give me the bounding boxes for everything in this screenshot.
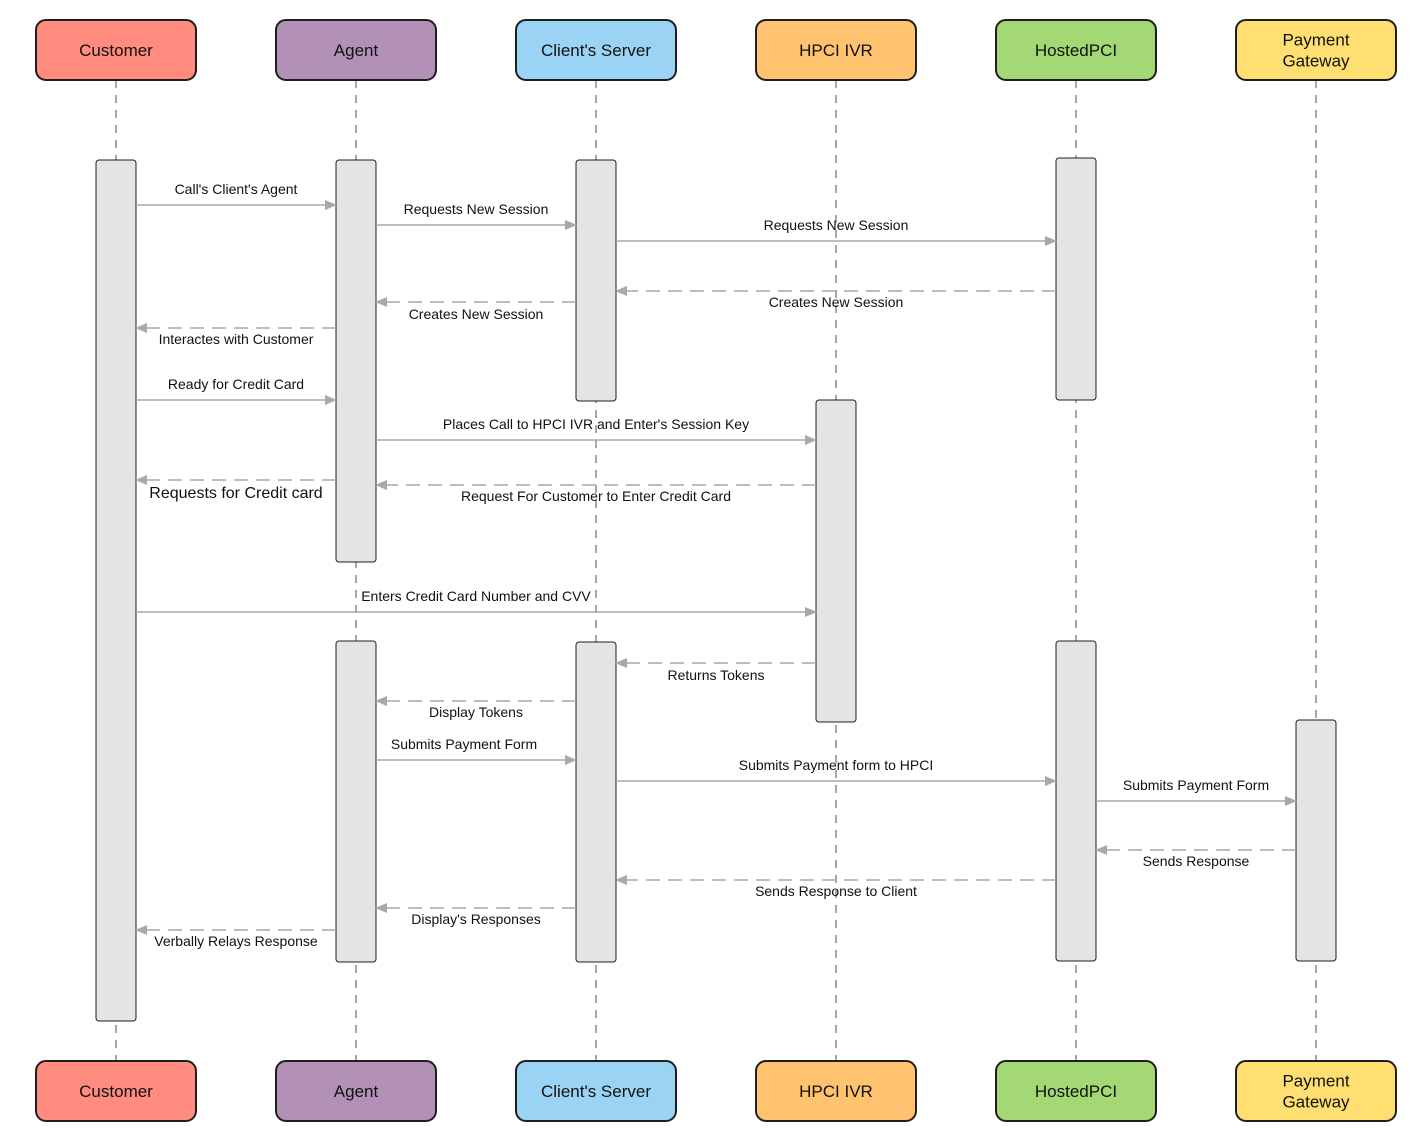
message-label: Requests New Session [404, 201, 549, 217]
message-label: Ready for Credit Card [168, 376, 304, 392]
activation-bar-agent [335, 159, 377, 563]
participant-box [275, 1060, 437, 1122]
message-label: Requests New Session [764, 217, 909, 233]
message-label: Display's Responses [411, 911, 541, 927]
participant-box [995, 1060, 1157, 1122]
participant-box [515, 19, 677, 81]
message-label: Returns Tokens [667, 667, 764, 683]
participant-box [995, 19, 1157, 81]
activation-bar-payment-gateway [1295, 719, 1337, 962]
message-label: Submits Payment Form [1123, 777, 1269, 793]
participant-box [35, 19, 197, 81]
participant-hpci-ivr-top: HPCI IVR [755, 19, 917, 81]
participant-name: Payment [1282, 1072, 1349, 1091]
participant-name: Gateway [1282, 52, 1350, 71]
participant-client-s-server-bottom: Client's Server [515, 1060, 677, 1122]
participant-name: Customer [79, 41, 153, 60]
participant-box [1235, 1060, 1397, 1122]
participant-name: Client's Server [541, 1082, 651, 1101]
participant-box [755, 19, 917, 81]
message-label: Places Call to HPCI IVR and Enter's Sess… [443, 416, 749, 432]
message-label: Request For Customer to Enter Credit Car… [461, 488, 731, 504]
participant-name: Agent [334, 1082, 379, 1101]
message-label: Submits Payment form to HPCI [739, 757, 934, 773]
message-label: Call's Client's Agent [175, 181, 298, 197]
participant-box [515, 1060, 677, 1122]
participant-agent-bottom: Agent [275, 1060, 437, 1122]
activation-bars [95, 157, 1337, 1022]
participant-name: Gateway [1282, 1093, 1350, 1112]
message-label: Sends Response to Client [755, 883, 917, 899]
message-label: Requests for Credit card [149, 485, 322, 502]
participant-client-s-server-top: Client's Server [515, 19, 677, 81]
participant-hpci-ivr-bottom: HPCI IVR [755, 1060, 917, 1122]
message-label: Creates New Session [409, 306, 544, 322]
activation-bar-customer [95, 159, 137, 1022]
activation-bar-hostedpci [1055, 640, 1097, 962]
lifelines [115, 80, 1317, 1061]
participant-name: HPCI IVR [799, 1082, 873, 1101]
participant-name: Client's Server [541, 41, 651, 60]
participant-name: HostedPCI [1035, 1082, 1117, 1101]
participant-customer-top: Customer [35, 19, 197, 81]
participant-name: Customer [79, 1082, 153, 1101]
participant-box [1235, 19, 1397, 81]
participant-hostedpci-bottom: HostedPCI [995, 1060, 1157, 1122]
message-label: Sends Response [1143, 853, 1250, 869]
participant-name: Payment [1282, 31, 1349, 50]
participant-box [35, 1060, 197, 1122]
activation-bar-agent [335, 640, 377, 963]
activation-bar-client-s-server [575, 159, 617, 402]
participant-box [275, 19, 437, 81]
participant-name: HostedPCI [1035, 41, 1117, 60]
participant-hostedpci-top: HostedPCI [995, 19, 1157, 81]
activation-bar-hostedpci [1055, 157, 1097, 401]
activation-bar-hpci-ivr [815, 399, 857, 723]
message-label: Interactes with Customer [159, 331, 314, 347]
participant-customer-bottom: Customer [35, 1060, 197, 1122]
message-label: Verbally Relays Response [154, 933, 318, 949]
participant-agent-top: Agent [275, 19, 437, 81]
message-label: Display Tokens [429, 704, 523, 720]
message-label: Enters Credit Card Number and CVV [361, 588, 591, 604]
message-label: Creates New Session [769, 294, 904, 310]
message-label: Submits Payment Form [391, 736, 537, 752]
participant-box [755, 1060, 917, 1122]
participant-name: Agent [334, 41, 379, 60]
participant-name: HPCI IVR [799, 41, 873, 60]
activation-bar-client-s-server [575, 641, 617, 963]
